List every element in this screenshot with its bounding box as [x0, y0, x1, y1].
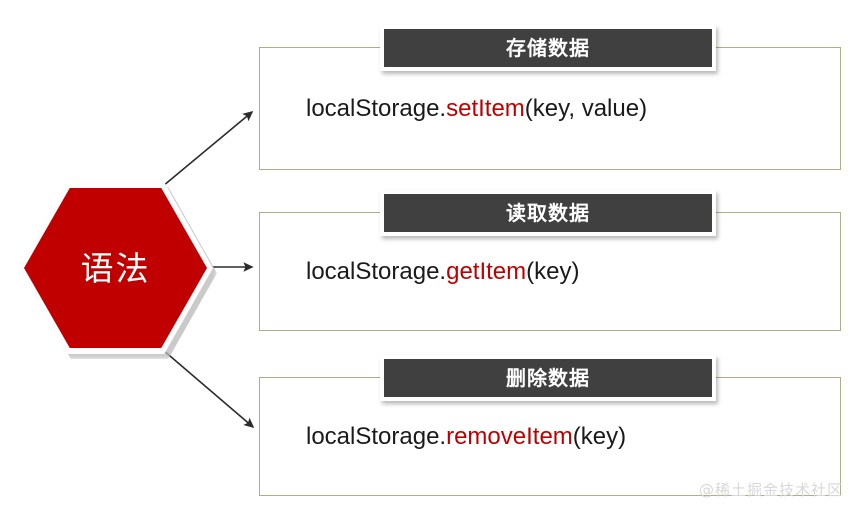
header-chip-2[interactable]: 读取数据	[380, 190, 716, 236]
root-node-hexagon[interactable]: 语法	[18, 182, 217, 359]
code-method-1: setItem	[446, 94, 525, 122]
code-suffix-2: (key)	[526, 257, 580, 285]
code-prefix-1: localStorage.	[306, 94, 447, 122]
code-method-3: removeItem	[446, 422, 573, 450]
content-box-3[interactable]: localStorage.removeItem(key)	[259, 377, 841, 496]
arrow-to-row-3	[162, 349, 255, 429]
code-prefix-2: localStorage.	[306, 257, 447, 285]
code-line-3: localStorage.removeItem(key)	[306, 423, 626, 451]
root-node-label: 语法	[80, 248, 151, 288]
header-chip-3[interactable]: 删除数据	[380, 355, 716, 401]
code-suffix-3: (key)	[572, 422, 627, 450]
header-chip-fill-3: 删除数据	[384, 359, 712, 397]
code-line-2: localStorage.getItem(key)	[306, 258, 579, 286]
code-suffix-1: (key, value)	[524, 94, 648, 122]
content-box-2[interactable]: localStorage.getItem(key)	[259, 212, 841, 331]
code-prefix-3: localStorage.	[306, 422, 447, 450]
code-line-1: localStorage.setItem(key, value)	[306, 95, 647, 123]
header-label-1: 存储数据	[506, 36, 590, 60]
header-chip-1[interactable]: 存储数据	[380, 25, 716, 71]
arrow-to-row-1	[162, 110, 254, 187]
header-label-3: 删除数据	[506, 366, 590, 390]
code-method-2: getItem	[446, 257, 527, 285]
content-box-1[interactable]: localStorage.setItem(key, value)	[259, 47, 841, 170]
header-chip-fill-2: 读取数据	[384, 194, 712, 232]
hexagon-fill: 语法	[24, 188, 207, 348]
header-chip-fill-1: 存储数据	[384, 29, 712, 67]
header-label-2: 读取数据	[506, 201, 590, 225]
watermark: @稀土掘金技术社区	[698, 481, 843, 499]
